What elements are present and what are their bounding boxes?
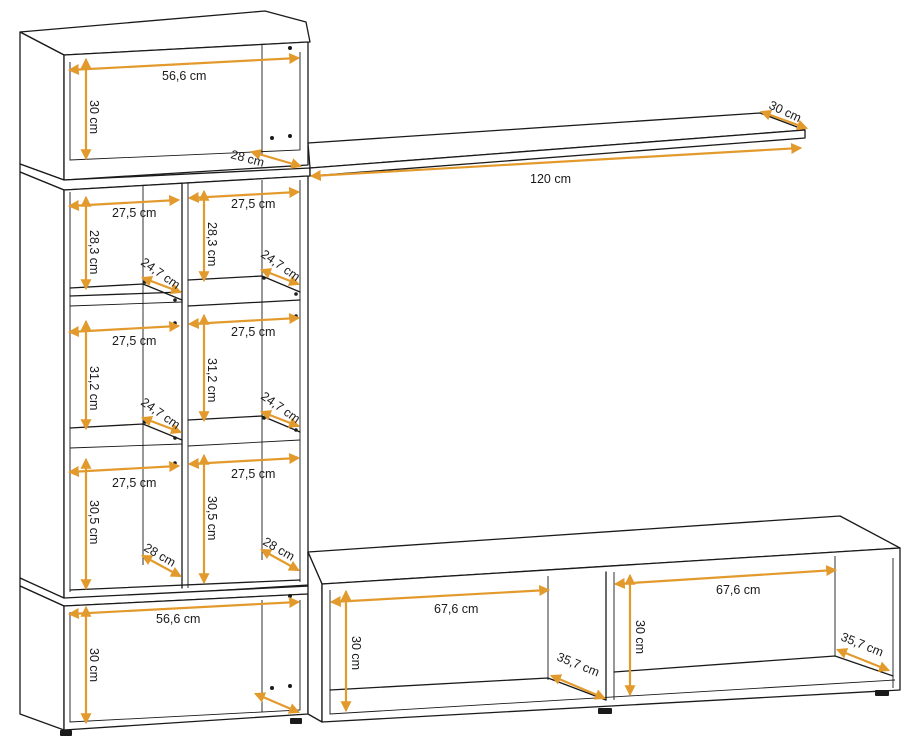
label-tv-left-width: 67,6 cm — [434, 602, 478, 616]
dim-tv-right-width — [613, 565, 838, 589]
bottom-module — [19, 577, 311, 736]
label-r2-left-width: 27,5 cm — [112, 334, 156, 348]
tall-cabinet — [19, 10, 311, 736]
dim-r3-right-depth — [260, 548, 300, 572]
label-r1-left-width: 27,5 cm — [112, 206, 156, 220]
label-r2-right-width: 27,5 cm — [231, 325, 275, 339]
tv-unit — [307, 515, 901, 723]
dim-top-width — [67, 52, 301, 76]
top-module — [19, 10, 311, 181]
label-r3-right-height: 30,5 cm — [205, 496, 219, 540]
label-r1-right-height: 28,3 cm — [205, 222, 219, 266]
label-r1-right-width: 27,5 cm — [231, 197, 275, 211]
dim-tv-left-width — [329, 584, 551, 608]
label-r1-left-height: 28,3 cm — [87, 230, 101, 274]
dim-r2-left-depth — [140, 415, 183, 435]
dim-bottom-depth — [253, 692, 301, 714]
dim-tv-left-depth — [549, 674, 607, 700]
label-r2-left-height: 31,2 cm — [87, 366, 101, 410]
label-r2-right-height: 31,2 cm — [205, 358, 219, 402]
label-bottom-width: 56,6 cm — [156, 612, 200, 626]
dim-tv-right-depth — [835, 648, 891, 672]
dim-r1-right-depth — [259, 268, 301, 286]
dim-top-depth — [249, 149, 303, 169]
dim-r3-left-depth — [141, 554, 182, 578]
label-bottom-height: 30 cm — [87, 648, 101, 682]
label-r3-left-height: 30,5 cm — [87, 500, 101, 544]
label-shelf-width: 120 cm — [530, 172, 571, 186]
dim-r1-left-depth — [140, 275, 183, 295]
dim-bottom-width — [67, 596, 301, 620]
label-tv-right-width: 67,6 cm — [716, 583, 760, 597]
dim-shelf-depth — [759, 109, 809, 131]
label-top-width: 56,6 cm — [162, 69, 206, 83]
dim-shelf-width — [309, 143, 803, 181]
label-r3-left-width: 27,5 cm — [112, 476, 156, 490]
label-tv-left-height: 30 cm — [349, 636, 363, 670]
label-r3-right-width: 27,5 cm — [231, 467, 275, 481]
dim-r2-right-depth — [259, 410, 301, 428]
label-top-height: 30 cm — [87, 100, 101, 134]
label-tv-right-height: 30 cm — [633, 620, 647, 654]
wall-shelf — [307, 112, 806, 177]
